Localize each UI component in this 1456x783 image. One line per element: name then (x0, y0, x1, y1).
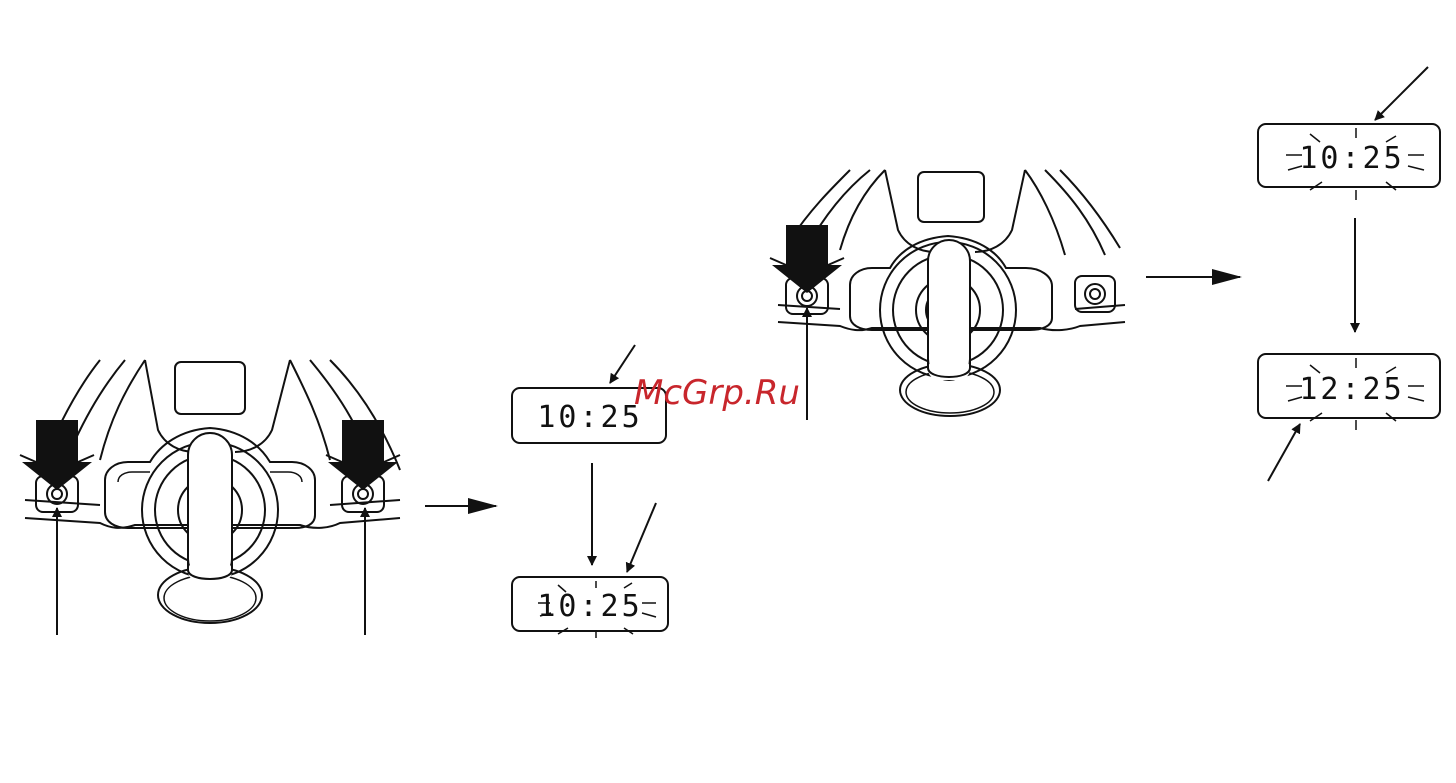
lcd-time-text: 10:25 (537, 400, 642, 435)
lcd-step2-adjusted: 12:25 (1258, 354, 1440, 430)
key (188, 433, 232, 581)
device-left (20, 360, 400, 635)
press-arrow (772, 225, 842, 293)
pointer-arrow-icon (1268, 424, 1300, 481)
display-window (175, 362, 245, 414)
display-window (918, 172, 984, 222)
lcd-step2-flashing: 10:25 (1258, 124, 1440, 200)
pointer-arrow-icon (1375, 67, 1428, 120)
press-arrow-right (328, 420, 398, 490)
press-arrow-left (22, 420, 92, 490)
pointer-arrow-icon (627, 503, 656, 572)
device-right (770, 170, 1125, 420)
lcd-time-text: 10:25 (1299, 141, 1404, 176)
lcd-time-text: 10:25 (537, 589, 642, 624)
lcd-step1-flashing: 10:25 (512, 577, 668, 638)
pointer-arrow-icon (610, 345, 635, 383)
watermark: McGrp.Ru (634, 373, 800, 413)
lcd-time-text: 12:25 (1299, 372, 1404, 407)
